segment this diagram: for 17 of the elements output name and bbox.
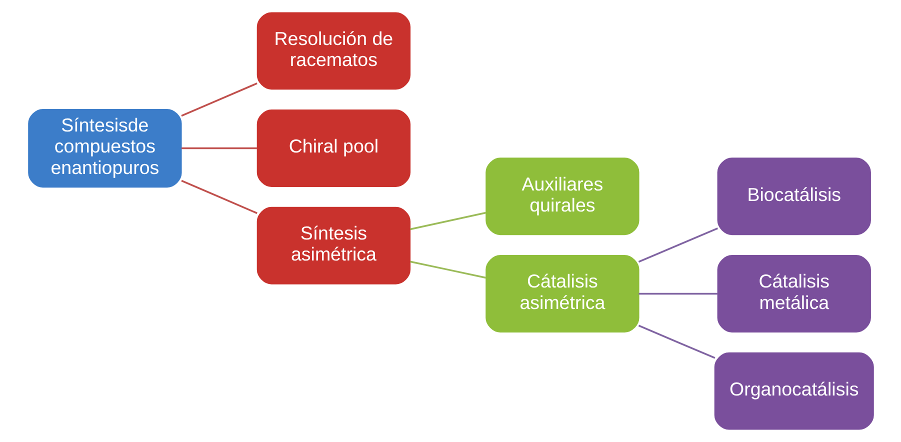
- connector: [638, 292, 718, 295]
- connector: [180, 180, 257, 214]
- connector: [638, 324, 715, 359]
- connector: [181, 147, 257, 150]
- node-box: Organocatálisis: [714, 352, 874, 430]
- connector: [180, 82, 257, 117]
- node-box: Cátalisis metálica: [716, 255, 870, 332]
- node-box: Cátalisis asimétrica: [485, 255, 639, 332]
- connector: [410, 260, 486, 279]
- node-box: Síntesisde compuestos enantiopuros: [28, 108, 182, 188]
- node-box: Chiral pool: [256, 110, 410, 187]
- node-box: Resolución de racematos: [256, 12, 410, 90]
- connector: [410, 212, 486, 230]
- connector: [638, 228, 718, 263]
- node-box: Síntesis asimétrica: [256, 206, 410, 284]
- node-box: Auxiliares quirales: [485, 158, 639, 236]
- node-box: Biocatálisis: [716, 158, 870, 236]
